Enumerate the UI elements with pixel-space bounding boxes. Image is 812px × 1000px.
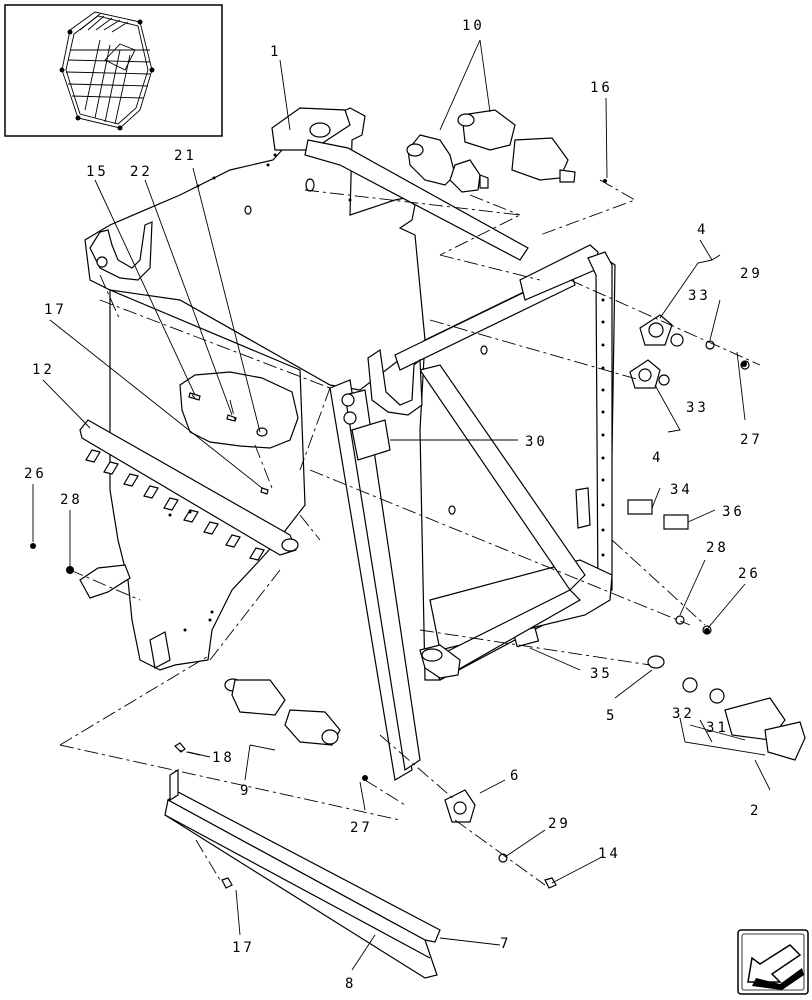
assembly-lines	[59, 179, 761, 886]
callout-16: 16	[590, 80, 613, 96]
callout-10: 10	[462, 18, 485, 34]
callout-15: 15	[86, 164, 109, 180]
callout-36: 36	[722, 504, 745, 520]
roller-pair-upper	[304, 109, 576, 261]
callout-34: 34	[670, 482, 693, 498]
callout-4-upper: 4	[697, 222, 708, 238]
next-page-arrow-icon[interactable]	[737, 929, 809, 995]
callout-4-lower: 4	[652, 450, 663, 466]
callout-28-left: 28	[60, 492, 83, 508]
inner-guide-plate	[79, 289, 306, 671]
decal-34	[627, 499, 653, 515]
callout-18: 18	[212, 750, 235, 766]
roller-pair-lower	[224, 644, 461, 746]
callout-33-upper: 33	[688, 288, 711, 304]
callout-26-right: 26	[738, 566, 761, 582]
decal-36	[663, 514, 689, 530]
callout-26-left: 26	[24, 466, 47, 482]
callout-33-lower: 33	[686, 400, 709, 416]
overview-thumbnail[interactable]	[4, 4, 223, 137]
callout-9: 9	[240, 783, 251, 799]
side-frame-main	[84, 107, 616, 781]
callout-30: 30	[525, 434, 548, 450]
bottom-rail	[164, 768, 441, 979]
callout-1: 1	[270, 44, 281, 60]
callout-17-lower: 17	[232, 940, 255, 956]
callout-27-right: 27	[740, 432, 763, 448]
callout-8: 8	[345, 976, 356, 992]
callout-32: 32	[672, 706, 695, 722]
callout-31: 31	[706, 720, 729, 736]
callout-17-upper: 17	[44, 302, 67, 318]
callout-12: 12	[32, 362, 55, 378]
callout-22: 22	[130, 164, 153, 180]
callout-29-upper: 29	[740, 266, 763, 282]
callout-28-right: 28	[706, 540, 729, 556]
callout-14: 14	[598, 846, 621, 862]
baler-thumbnail-icon	[59, 11, 155, 131]
bearing-assemblies	[30, 179, 806, 886]
leader-lines	[32, 39, 771, 971]
callout-29-lower: 29	[548, 816, 571, 832]
fasteners	[174, 392, 557, 889]
callout-labels: 1 2 4 4 5 6 7 8 9 10 12 14 15 16 17 17 1…	[24, 18, 763, 992]
callout-5: 5	[606, 708, 617, 724]
callout-7: 7	[500, 936, 511, 952]
callout-6: 6	[510, 768, 521, 784]
callout-21: 21	[174, 148, 197, 164]
callout-2: 2	[750, 803, 761, 819]
callout-35: 35	[590, 666, 613, 682]
callout-27-lower: 27	[350, 820, 373, 836]
